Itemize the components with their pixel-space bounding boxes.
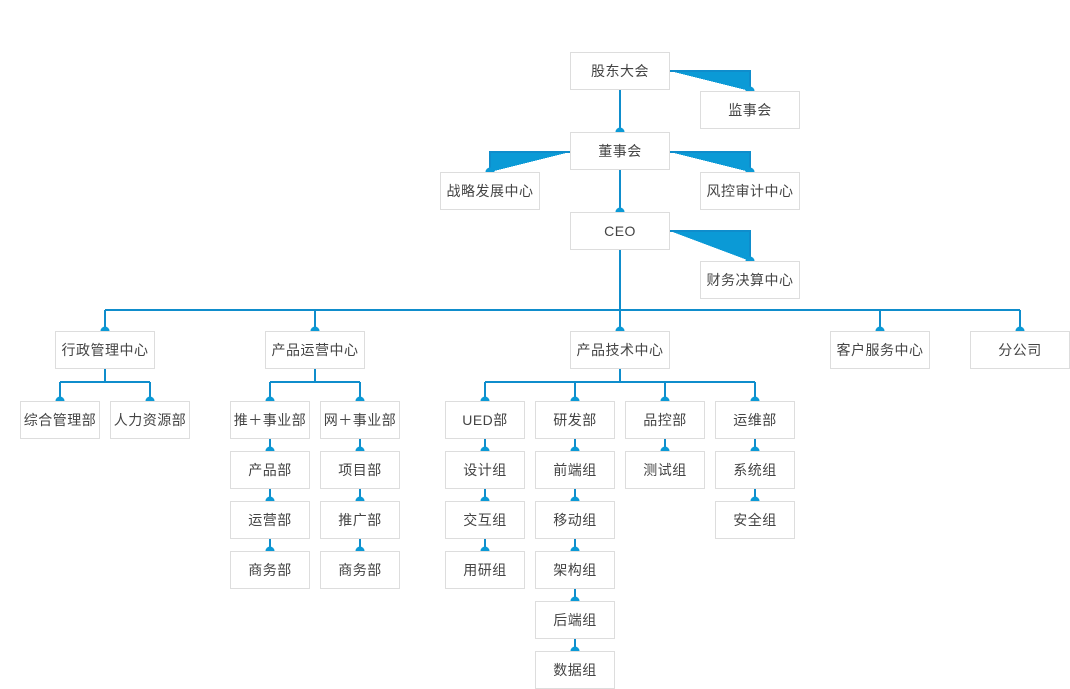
edge-productops-bus [269,369,361,401]
node-user-research-group[interactable]: 用研组 [445,551,525,589]
node-label: 移动组 [553,512,597,528]
node-label: 行政管理中心 [61,342,149,358]
node-label: 产品技术中心 [576,342,664,358]
edge-producttech-bus [484,369,756,401]
node-label: 人力资源部 [113,412,187,428]
edge-board-risk [670,151,751,172]
edge-ceo-finance [670,230,751,261]
node-qa-dept[interactable]: 品控部 [625,401,705,439]
node-label: 财务决算中心 [706,272,794,288]
node-test-group[interactable]: 测试组 [625,451,705,489]
node-label: 系统组 [733,462,777,478]
node-label: 用研组 [463,562,507,578]
node-ued-dept[interactable]: UED部 [445,401,525,439]
node-label: CEO [604,223,636,239]
node-interaction-group[interactable]: 交互组 [445,501,525,539]
node-finance-center[interactable]: 财务决算中心 [700,261,800,299]
node-tui-business-unit[interactable]: 推＋事业部 [230,401,310,439]
node-label: 测试组 [643,462,687,478]
node-label: 数据组 [553,662,597,678]
node-label: 监事会 [728,102,772,118]
node-label: 架构组 [553,562,597,578]
node-hr-dept[interactable]: 人力资源部 [110,401,190,439]
node-branch-company[interactable]: 分公司 [970,331,1070,369]
node-security-group[interactable]: 安全组 [715,501,795,539]
node-mobile-group[interactable]: 移动组 [535,501,615,539]
edge-admin-bus [59,369,151,401]
node-supervisory-board[interactable]: 监事会 [700,91,800,129]
edge-board-strategy [489,151,570,172]
node-label: 客户服务中心 [836,342,924,358]
node-label: 研发部 [553,412,597,428]
node-label: 推广部 [338,512,382,528]
node-shareholders-meeting[interactable]: 股东大会 [570,52,670,90]
node-promotion-dept[interactable]: 推广部 [320,501,400,539]
node-label: 运维部 [733,412,777,428]
node-business-dept-right[interactable]: 商务部 [320,551,400,589]
node-ceo[interactable]: CEO [570,212,670,250]
node-risk-audit-center[interactable]: 风控审计中心 [700,172,800,210]
node-label: 后端组 [553,612,597,628]
node-label: 分公司 [998,342,1042,358]
node-label: 商务部 [248,562,292,578]
node-backend-group[interactable]: 后端组 [535,601,615,639]
node-frontend-group[interactable]: 前端组 [535,451,615,489]
node-label: 股东大会 [591,63,649,79]
node-wang-business-unit[interactable]: 网＋事业部 [320,401,400,439]
node-label: 产品运营中心 [271,342,359,358]
node-rd-dept[interactable]: 研发部 [535,401,615,439]
node-customer-service-center[interactable]: 客户服务中心 [830,331,930,369]
edge-shareholders-supervisory [670,70,751,91]
node-label: 品控部 [643,412,687,428]
node-label: 项目部 [338,462,382,478]
node-label: 运营部 [248,512,292,528]
node-label: 交互组 [463,512,507,528]
node-product-dept[interactable]: 产品部 [230,451,310,489]
node-business-dept-left[interactable]: 商务部 [230,551,310,589]
node-strategy-center[interactable]: 战略发展中心 [440,172,540,210]
node-label: 网＋事业部 [323,412,397,428]
node-label: UED部 [462,412,508,428]
node-label: 产品部 [248,462,292,478]
node-design-group[interactable]: 设计组 [445,451,525,489]
node-label: 商务部 [338,562,382,578]
node-data-group[interactable]: 数据组 [535,651,615,689]
node-operations-dept[interactable]: 运营部 [230,501,310,539]
node-label: 综合管理部 [23,412,97,428]
node-ops-maint-dept[interactable]: 运维部 [715,401,795,439]
node-label: 风控审计中心 [706,183,794,199]
node-product-tech-center[interactable]: 产品技术中心 [570,331,670,369]
node-general-admin-dept[interactable]: 综合管理部 [20,401,100,439]
node-project-dept[interactable]: 项目部 [320,451,400,489]
node-architecture-group[interactable]: 架构组 [535,551,615,589]
node-product-ops-center[interactable]: 产品运营中心 [265,331,365,369]
node-label: 董事会 [598,143,642,159]
node-label: 战略发展中心 [446,183,534,199]
node-label: 推＋事业部 [233,412,307,428]
node-label: 安全组 [733,512,777,528]
node-label: 前端组 [553,462,597,478]
node-system-group[interactable]: 系统组 [715,451,795,489]
node-board-of-directors[interactable]: 董事会 [570,132,670,170]
node-admin-center[interactable]: 行政管理中心 [55,331,155,369]
node-label: 设计组 [463,462,507,478]
